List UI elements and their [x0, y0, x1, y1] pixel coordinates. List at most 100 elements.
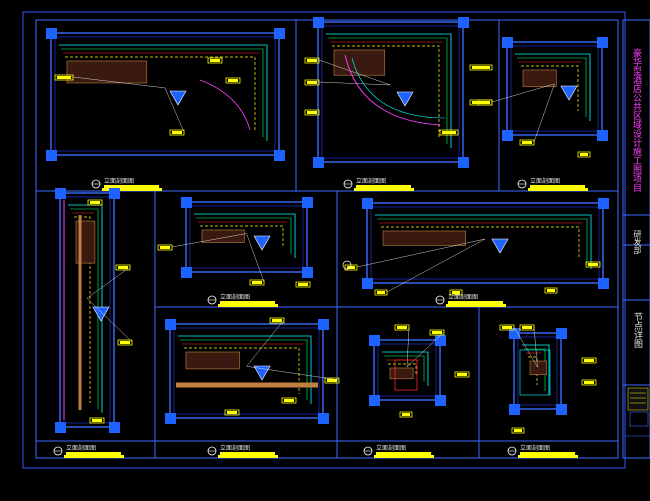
annotation-tag [169, 129, 185, 136]
arc-line [351, 57, 446, 119]
drawing-panel-1[interactable]: 立面剖面图 [46, 28, 285, 191]
drawing-panel-7[interactable]: 立面剖面图 [165, 317, 340, 458]
annotation-tag [499, 324, 515, 331]
annotation-tag-fill [252, 281, 262, 284]
leader-line [246, 233, 265, 283]
grip-handle-icon[interactable] [369, 395, 380, 406]
detail-line [517, 57, 587, 117]
grip-handle-icon[interactable] [274, 150, 285, 161]
drawing-panel-5[interactable]: 立面剖面图 [157, 197, 313, 307]
grip-handle-icon[interactable] [458, 157, 469, 168]
grip-handle-icon[interactable] [109, 422, 120, 433]
grip-handle-icon[interactable] [598, 278, 609, 289]
annotation-tag-fill [442, 131, 456, 134]
annotation-tag-fill [120, 341, 130, 344]
annotation-tag-fill [377, 291, 385, 294]
grip-handle-icon[interactable] [598, 198, 609, 209]
detail-line [61, 48, 264, 137]
grip-handle-icon[interactable] [502, 130, 513, 141]
hatch-region [185, 351, 240, 370]
grip-handle-icon[interactable] [313, 17, 324, 28]
annotation-tag-fill [160, 246, 170, 249]
grip-handle-icon[interactable] [55, 422, 66, 433]
grip-handle-icon[interactable] [509, 404, 520, 415]
grip-handle-icon[interactable] [55, 188, 66, 199]
grip-handle-icon[interactable] [458, 17, 469, 28]
detail-line [70, 208, 99, 409]
grip-handle-icon[interactable] [274, 28, 285, 39]
grip-handle-icon[interactable] [109, 188, 120, 199]
drawing-panel-6[interactable]: 立面剖面图 [344, 198, 609, 307]
grip-handle-icon[interactable] [597, 130, 608, 141]
detail-line [528, 356, 538, 385]
hatch-region [201, 229, 245, 243]
grip-handle-icon[interactable] [302, 197, 313, 208]
annotation-tag [224, 409, 240, 416]
annotation-tag [207, 57, 223, 64]
leader-line [513, 326, 538, 368]
grip-handle-icon[interactable] [181, 267, 192, 278]
detail-label: 节点详图 [632, 312, 642, 348]
leader-line [164, 87, 185, 133]
grip-handle-icon[interactable] [509, 328, 520, 339]
annotation-tag [429, 329, 445, 336]
leader-line [246, 319, 285, 367]
grip-handle-icon[interactable] [165, 413, 176, 424]
hatch-region [389, 367, 414, 380]
grip-handle-icon[interactable] [502, 37, 513, 48]
viewport-inner-frame [370, 206, 600, 280]
grip-handle-icon[interactable] [165, 319, 176, 330]
detail-line [194, 213, 296, 258]
panel-caption: 立面剖面图 [104, 177, 134, 185]
annotation-tag-fill [307, 59, 317, 62]
detail-line [59, 44, 268, 141]
grip-handle-icon[interactable] [556, 328, 567, 339]
grip-handle-icon[interactable] [435, 395, 446, 406]
annotation-bar [528, 188, 588, 191]
grip-handle-icon[interactable] [362, 278, 373, 289]
drawing-panel-9[interactable]: 立面剖面图 [499, 324, 597, 458]
annotation-tag [54, 74, 74, 81]
annotation-tag [157, 244, 173, 251]
grip-handle-icon[interactable] [435, 335, 446, 346]
annotation-tag-fill [228, 79, 238, 82]
grip-handle-icon[interactable] [46, 150, 57, 161]
grip-handle-icon[interactable] [302, 267, 313, 278]
grip-handle-icon[interactable] [362, 198, 373, 209]
detail-line [521, 65, 579, 111]
grip-handle-icon[interactable] [46, 28, 57, 39]
grip-handle-icon[interactable] [313, 157, 324, 168]
detail-line [375, 214, 592, 269]
annotation-tag-fill [502, 326, 512, 329]
grip-handle-icon[interactable] [318, 319, 329, 330]
grip-handle-icon[interactable] [369, 335, 380, 346]
drawing-panel-2[interactable]: 立面剖面图 [304, 17, 493, 191]
grip-handle-icon[interactable] [597, 37, 608, 48]
annotation-bar [520, 452, 575, 455]
detail-line [65, 56, 256, 131]
grip-handle-icon[interactable] [556, 404, 567, 415]
annotation-tag [304, 57, 320, 64]
leader-line [246, 366, 340, 381]
drawing-panel-3[interactable]: 立面剖面图 [477, 37, 608, 191]
grip-handle-icon[interactable] [318, 413, 329, 424]
grip-handle-icon[interactable] [181, 197, 192, 208]
annotation-tag-fill [118, 266, 128, 269]
annotation-tag [511, 427, 525, 434]
annotation-bar [530, 185, 585, 188]
annotation-tag-fill [457, 373, 467, 376]
annotation-tag [249, 279, 265, 286]
annotation-tag [87, 199, 103, 206]
annotation-bar [354, 188, 414, 191]
detail-line [382, 351, 429, 386]
annotation-tag-fill [57, 76, 71, 79]
outer-frame [22, 11, 626, 469]
panel-caption: 立面剖面图 [66, 444, 96, 452]
annotation-tag-fill [584, 381, 594, 384]
hatch-region [66, 60, 148, 84]
annotation-bar [104, 185, 159, 188]
annotation-bar [446, 304, 506, 307]
annotation-bar [220, 452, 275, 455]
drawing-panel-8[interactable]: 立面剖面图 [363, 324, 470, 458]
